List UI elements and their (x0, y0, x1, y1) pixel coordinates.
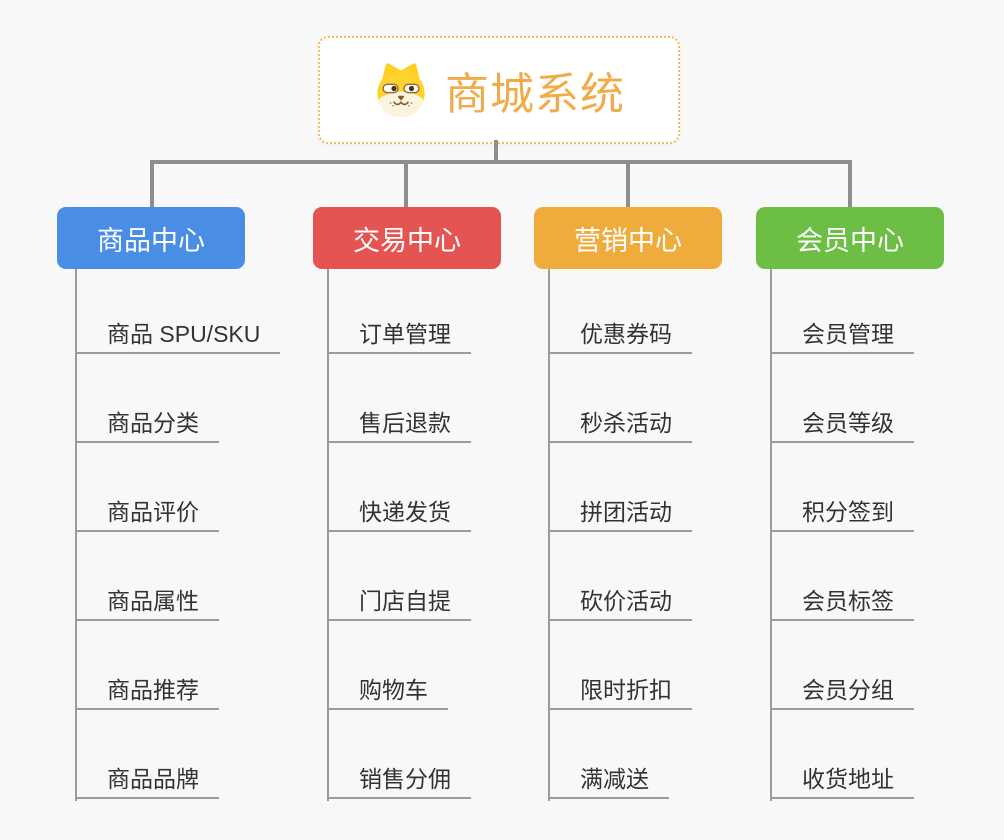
node-item[interactable]: 会员管理 (770, 320, 914, 354)
branch-marketing-center[interactable]: 营销中心 (534, 207, 722, 269)
branch-spine-4 (770, 269, 772, 801)
connector-drop-2 (404, 160, 408, 208)
node-item[interactable]: 商品分类 (75, 409, 219, 443)
shiba-dog-icon (373, 62, 429, 118)
branch-spine-2 (327, 269, 329, 801)
branch-trade-center[interactable]: 交易中心 (313, 207, 501, 269)
root-title: 商城系统 (445, 70, 625, 119)
node-item[interactable]: 商品属性 (75, 587, 219, 621)
node-item[interactable]: 积分签到 (770, 498, 914, 532)
branch-spine-3 (548, 269, 550, 801)
connector-drop-3 (626, 160, 630, 208)
node-item[interactable]: 优惠券码 (548, 320, 692, 354)
node-item[interactable]: 砍价活动 (548, 587, 692, 621)
branch-product-center[interactable]: 商品中心 (57, 207, 245, 269)
connector-horizontal (150, 160, 852, 164)
node-item[interactable]: 商品品牌 (75, 765, 219, 799)
node-item[interactable]: 售后退款 (327, 409, 471, 443)
root-node[interactable]: 商城系统 (318, 36, 680, 144)
node-item[interactable]: 销售分佣 (327, 765, 471, 799)
node-item[interactable]: 购物车 (327, 676, 448, 710)
branch-spine-1 (75, 269, 77, 801)
node-item[interactable]: 商品评价 (75, 498, 219, 532)
node-item[interactable]: 门店自提 (327, 587, 471, 621)
connector-drop-4 (848, 160, 852, 208)
node-item[interactable]: 商品 SPU/SKU (75, 320, 281, 354)
node-item[interactable]: 商品推荐 (75, 676, 219, 710)
node-item[interactable]: 拼团活动 (548, 498, 692, 532)
connector-drop-1 (150, 160, 154, 208)
node-item[interactable]: 会员分组 (770, 676, 914, 710)
node-item[interactable]: 会员等级 (770, 409, 914, 443)
node-item[interactable]: 会员标签 (770, 587, 914, 621)
connector-stem (494, 140, 498, 164)
node-item[interactable]: 收货地址 (770, 765, 914, 799)
node-item[interactable]: 快递发货 (327, 498, 471, 532)
branch-member-center[interactable]: 会员中心 (756, 207, 944, 269)
node-item[interactable]: 满减送 (548, 765, 669, 799)
node-item[interactable]: 订单管理 (327, 320, 471, 354)
node-item[interactable]: 限时折扣 (548, 676, 692, 710)
node-item[interactable]: 秒杀活动 (548, 409, 692, 443)
